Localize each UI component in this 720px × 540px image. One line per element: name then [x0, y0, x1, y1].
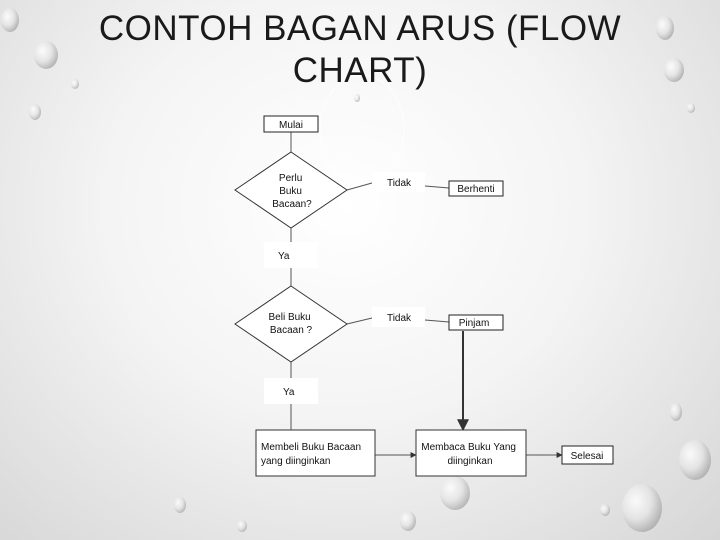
- connector-tidak-stop: [424, 185, 450, 189]
- yes-node-1: Ya: [264, 242, 318, 268]
- water-drop: [687, 103, 695, 113]
- no-node-2: Tidak: [372, 307, 425, 327]
- water-drop: [400, 511, 416, 531]
- water-drop: [29, 104, 41, 120]
- stop-label: Berhenti: [457, 184, 494, 195]
- borrow-node: Pinjam: [448, 314, 504, 331]
- water-drop: [354, 94, 360, 102]
- water-drop: [71, 79, 79, 89]
- buy-book-process: Membeli Buku Bacaan yang diinginkan: [255, 429, 376, 477]
- yes-label-2: Ya: [283, 387, 295, 398]
- water-drop: [34, 41, 58, 69]
- water-drop: [622, 484, 662, 532]
- slide-title: CONTOH BAGAN ARUS (FLOW CHART): [98, 9, 622, 90]
- water-drop: [174, 497, 186, 513]
- water-drop: [237, 520, 247, 532]
- borrow-label: Pinjam: [459, 318, 490, 329]
- connector-tidak-borrow: [424, 319, 450, 323]
- water-drop: [600, 504, 610, 516]
- stop-node: Berhenti: [448, 180, 504, 197]
- end-node: Selesai: [561, 445, 614, 465]
- decision1-label: Perlu Buku Bacaan?: [272, 173, 312, 210]
- read-book-label: Membaca Buku Yang diinginkan: [421, 442, 518, 467]
- no-node-1: Tidak: [372, 172, 425, 192]
- decision2-label: Beli Buku Bacaan ?: [268, 312, 313, 336]
- water-drop: [440, 476, 470, 510]
- no-label-1: Tidak: [387, 178, 412, 189]
- water-drop: [656, 16, 674, 40]
- water-drop-ring: [319, 74, 405, 186]
- water-drop: [670, 403, 682, 421]
- start-node: Mulai: [263, 115, 319, 133]
- water-drop: [679, 440, 711, 480]
- connector-decision2-tidak: [346, 317, 373, 325]
- connector-decision1-tidak: [346, 182, 373, 191]
- buy-book-label: Membeli Buku Bacaan yang diinginkan: [261, 442, 364, 467]
- no-label-2: Tidak: [387, 313, 412, 324]
- water-drop: [664, 58, 684, 82]
- end-label: Selesai: [571, 451, 604, 462]
- read-book-process: Membaca Buku Yang diinginkan: [415, 429, 527, 477]
- yes-node-2: Ya: [264, 378, 318, 404]
- decision-node-need-book: Perlu Buku Bacaan?: [234, 151, 348, 229]
- yes-label-1: Ya: [278, 251, 290, 262]
- start-label: Mulai: [279, 120, 303, 131]
- water-drop: [1, 8, 19, 32]
- decision-node-buy-book: Beli Buku Bacaan ?: [234, 285, 348, 363]
